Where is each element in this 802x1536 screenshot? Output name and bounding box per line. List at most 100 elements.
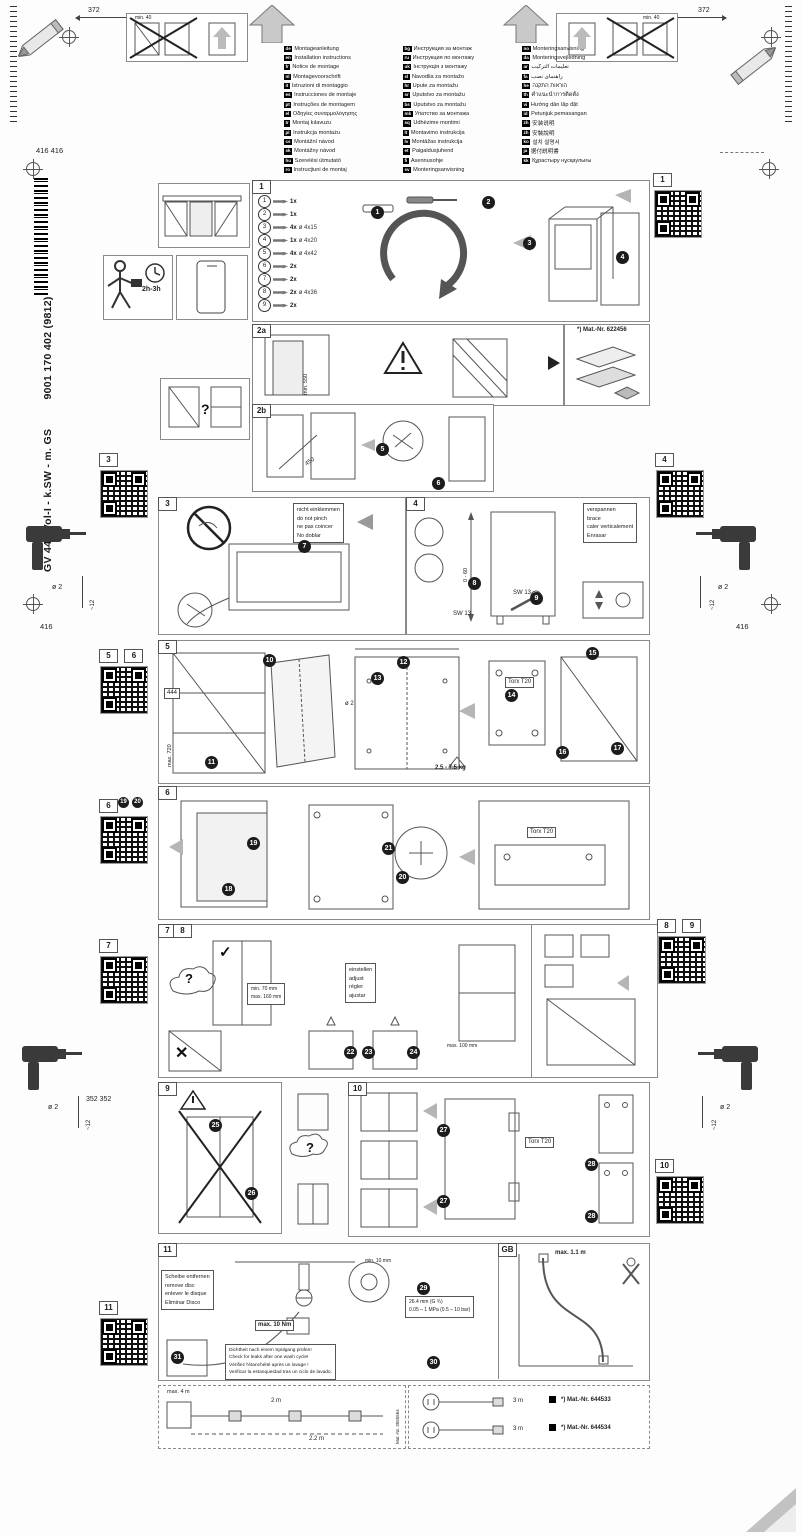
language-label: הוראות התקנה [532, 83, 568, 90]
screw-icon [273, 238, 288, 243]
part-quantity: 1x [290, 237, 297, 244]
screw-icon [273, 303, 288, 308]
drill-hole-line [700, 576, 701, 608]
language-code-tag: fi [403, 157, 409, 164]
step-7-drawing [168, 940, 516, 1072]
step-2a-panel: 2a min. 550 [252, 324, 564, 406]
step-circle: 6 [432, 477, 445, 490]
qr-group-11: 11 [99, 1298, 148, 1366]
torque-label: max. 10 Nm [255, 1320, 295, 1331]
dim-416-label: 416 [736, 622, 749, 631]
language-code-tag: vi [522, 101, 529, 108]
mat-nr-622456-box: *) Mat.-Nr. 622456 [564, 324, 650, 406]
dim-min-550: min. 550 [303, 373, 309, 395]
step-7-badge: 7 [158, 924, 177, 938]
wrong-orientation-box-right: min. 40 [556, 13, 678, 62]
part-quantity: 4x [290, 250, 297, 257]
language-code-tag: uk [403, 64, 412, 71]
check-icon: ✓ [219, 944, 232, 961]
step-8-drawing [544, 934, 636, 1066]
qr-code-1 [654, 190, 702, 238]
dim-2-2m: 2.2 m [309, 1436, 325, 1442]
gb-sub-panel: GB max. 1.1 m [498, 1243, 649, 1379]
part-size: ø 4x42 [298, 250, 318, 257]
parts-list-row: 7 2x [258, 273, 358, 286]
language-code-tag: pt [284, 101, 292, 108]
step-10-badge: 10 [348, 1082, 367, 1096]
dim-min40: min. 40 [643, 15, 660, 21]
dim-416-label: 416 [40, 622, 53, 631]
panel-divider [531, 925, 532, 1077]
qr-code-10 [656, 1176, 704, 1224]
drill-depth-label: ~12 [712, 1119, 718, 1130]
part-number-circle: 6 [258, 260, 271, 273]
accessory-rows-drawing [422, 1393, 556, 1439]
step-circle: 31 [171, 1351, 184, 1364]
screw-icon [273, 264, 288, 269]
part-number-circle: 8 [258, 286, 271, 299]
language-code-tag: ko [522, 139, 531, 146]
screw-icon [273, 290, 288, 295]
drill-depth-label: ~12 [86, 1119, 92, 1130]
torx-t20-label: Torx T20 [527, 827, 557, 838]
dash-marks [720, 152, 764, 153]
door-question-drawing [289, 1093, 329, 1225]
qr-6-badge: 6 [99, 799, 118, 813]
dim-max-1-1-m: max. 1.1 m [555, 1250, 586, 1256]
language-code-tag: sk [284, 148, 293, 155]
language-code-tag: bg [403, 45, 412, 52]
dimension-line-372-right [671, 14, 727, 21]
door-question-column: ? [284, 1082, 344, 1232]
step-6-panel: 6 Torx T20 18 19 20 21 [158, 786, 650, 920]
step-circle: 24 [407, 1046, 420, 1059]
installer-icon [107, 260, 142, 309]
water-spec-note: 26.4 mm (G ¾)0.05 – 1 MPa (0.5 – 10 bar) [405, 1296, 475, 1318]
language-code-tag: zh [522, 120, 531, 127]
drill-diameter-label: ø 2 [48, 1104, 59, 1111]
language-code-tag: ja [522, 148, 529, 155]
language-label: Notice de montage [292, 64, 340, 71]
language-label: Monteringsanvisning [532, 45, 584, 52]
registration-mark [761, 594, 781, 614]
step-1-badge: 1 [252, 180, 271, 194]
language-code-tag: id [522, 110, 530, 118]
part-quantity: 2x [290, 276, 297, 283]
step-4-badge: 4 [406, 497, 425, 511]
qr-8-badge: 8 [657, 919, 676, 933]
qr-3-badge: 3 [99, 453, 118, 467]
step-circle: 7 [298, 540, 311, 553]
screw-icon [273, 225, 288, 230]
language-label: Instrucciones de montaje [294, 92, 357, 99]
drill-depth-label: ~12 [90, 599, 96, 610]
part-quantity: 2x [290, 302, 297, 309]
step-circle: 22 [344, 1046, 357, 1059]
language-label: Asennusohje [410, 157, 444, 164]
part-number-circle: 7 [258, 273, 271, 286]
step-circle: 29 [417, 1282, 430, 1295]
step-5-badge: 5 [158, 640, 177, 654]
language-label: Uputstvo za montažu [413, 101, 466, 108]
drill-icon [698, 1046, 758, 1090]
step-circle: 10 [263, 654, 276, 667]
mat-nr-side-label: Mat.-Nr. 3555564 [395, 1409, 400, 1444]
step-2a-drawing [264, 334, 508, 398]
language-label: Istruzioni di montaggio [291, 83, 348, 90]
dim-444: 444 [164, 688, 181, 699]
language-label: Montāžas instrukcija [411, 139, 463, 146]
